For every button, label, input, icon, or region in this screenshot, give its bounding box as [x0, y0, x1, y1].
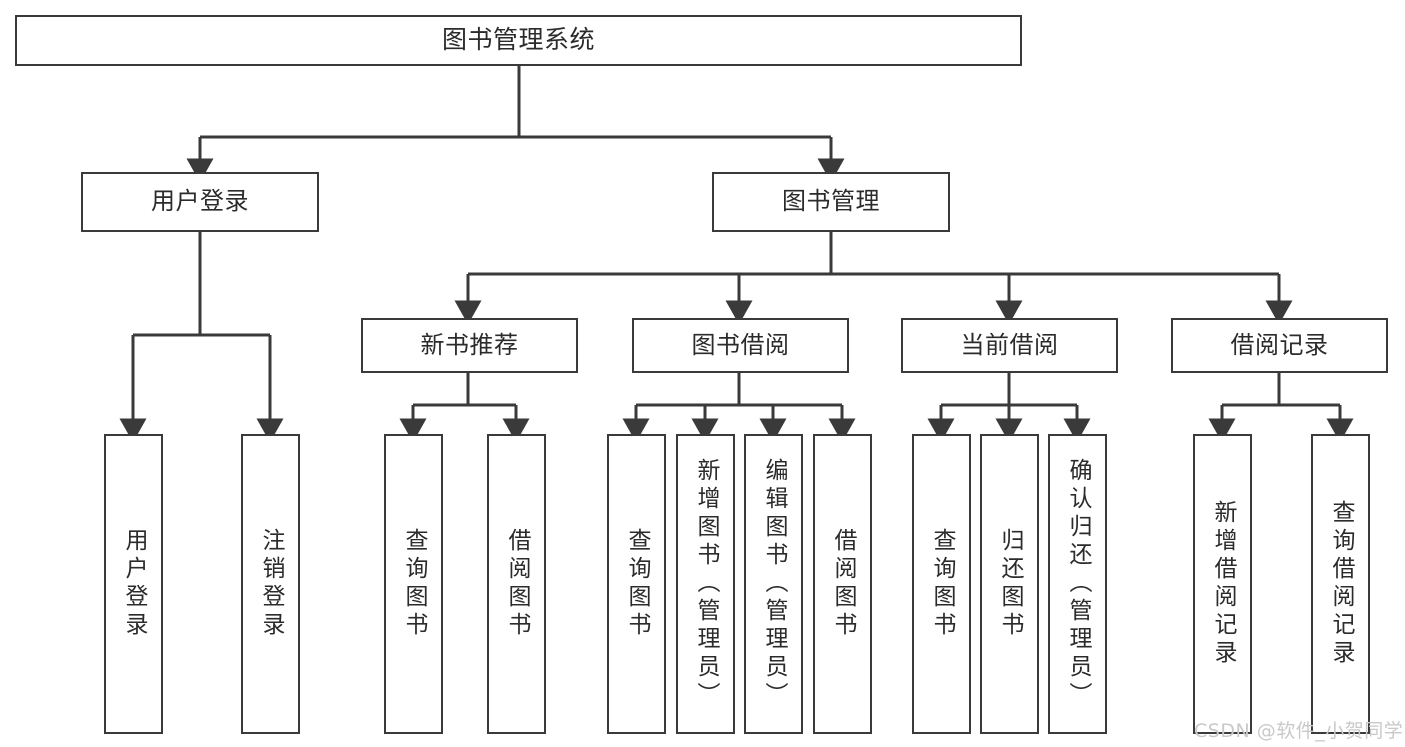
- node-user-login[interactable]: 用户登录: [81, 172, 319, 232]
- node-leaf-borrow-book[interactable]: 借阅图书: [813, 434, 872, 734]
- node-leaf-borrow-book-recommend[interactable]: 借阅图书: [487, 434, 546, 734]
- node-new-book-recommend[interactable]: 新书推荐: [361, 318, 578, 373]
- node-root-book-management-system[interactable]: 图书管理系统: [15, 15, 1022, 66]
- node-leaf-query-borrow-record[interactable]: 查询借阅记录: [1311, 434, 1370, 734]
- node-borrow-record[interactable]: 借阅记录: [1171, 318, 1388, 373]
- node-leaf-add-borrow-record[interactable]: 新增借阅记录: [1193, 434, 1252, 734]
- node-leaf-add-book-admin[interactable]: 新增图书（管理员）: [676, 434, 735, 734]
- csdn-watermark: CSDN @软件_小贺同学: [1194, 720, 1404, 742]
- node-leaf-logout[interactable]: 注销登录: [241, 434, 300, 734]
- node-leaf-query-book-borrow[interactable]: 查询图书: [607, 434, 666, 734]
- node-leaf-user-login[interactable]: 用户登录: [104, 434, 163, 734]
- node-leaf-query-book-current[interactable]: 查询图书: [912, 434, 971, 734]
- node-book-borrow[interactable]: 图书借阅: [632, 318, 849, 373]
- node-leaf-return-book[interactable]: 归还图书: [980, 434, 1039, 734]
- node-leaf-edit-book-admin[interactable]: 编辑图书（管理员）: [744, 434, 803, 734]
- node-leaf-query-book-recommend[interactable]: 查询图书: [384, 434, 443, 734]
- node-leaf-confirm-return-admin[interactable]: 确认归还（管理员）: [1048, 434, 1107, 734]
- node-current-borrow[interactable]: 当前借阅: [901, 318, 1118, 373]
- node-book-management[interactable]: 图书管理: [712, 172, 950, 232]
